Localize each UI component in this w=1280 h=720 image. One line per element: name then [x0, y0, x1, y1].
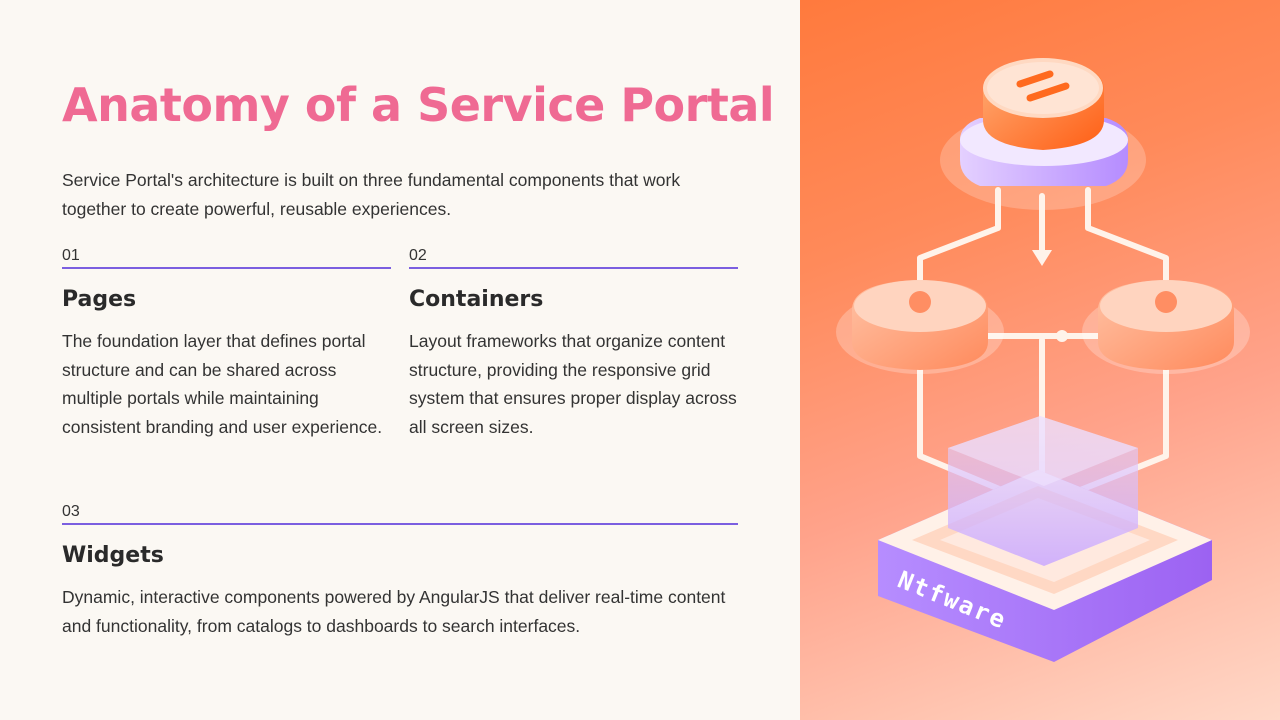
divider-rule [62, 267, 391, 269]
architecture-diagram-icon: Ntfware [836, 58, 1250, 662]
component-heading: Containers [409, 287, 544, 312]
architecture-illustration: Ntfware [800, 0, 1280, 720]
component-number: 01 [62, 247, 80, 264]
divider-rule [409, 267, 738, 269]
slide-title: Anatomy of a Service Portal [62, 78, 775, 132]
component-description: Layout frameworks that organize content … [409, 331, 737, 437]
component-card-containers: 02 Containers Layout frameworks that org… [409, 246, 738, 441]
component-card-pages: 01 Pages The foundation layer that defin… [62, 246, 391, 441]
component-heading: Pages [62, 287, 137, 312]
intro-paragraph: Service Portal's architecture is built o… [62, 170, 681, 219]
component-description: The foundation layer that defines portal… [62, 331, 383, 437]
component-card-widgets: 03 Widgets Dynamic, interactive componen… [62, 502, 738, 640]
component-description: Dynamic, interactive components powered … [62, 587, 726, 636]
component-number: 03 [62, 503, 80, 520]
component-heading: Widgets [62, 543, 164, 568]
content-column: Anatomy of a Service Portal Service Port… [62, 0, 775, 720]
component-number: 02 [409, 247, 427, 264]
divider-rule [62, 523, 738, 525]
